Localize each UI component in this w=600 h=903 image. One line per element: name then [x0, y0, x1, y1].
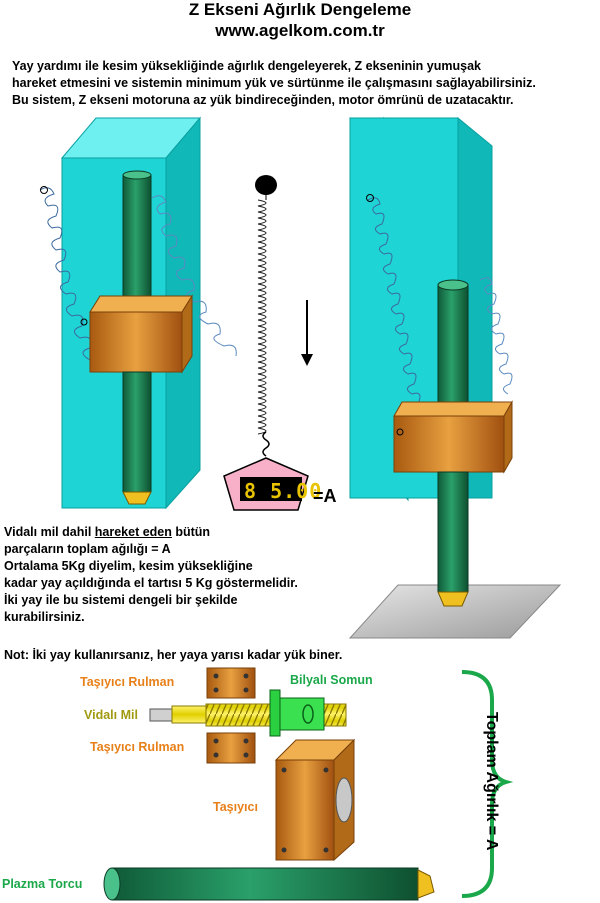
carrier-part — [274, 738, 356, 862]
spring-scale — [223, 175, 313, 511]
desc-line-2: parçaların toplam ağılığı = A — [4, 542, 171, 556]
desc-line-5: İki yay ile bu sistemi dengeli bir şekil… — [4, 593, 238, 607]
label-screw: Vidalı Mil — [84, 708, 138, 722]
label-torch: Plazma Torcu — [2, 877, 83, 891]
total-weight-label: Toplam Ağırlık = A — [483, 712, 500, 851]
right-spring — [366, 194, 513, 415]
total-bracket — [461, 670, 514, 898]
torch-part — [103, 867, 435, 901]
desc-line-1: Vidalı mil dahil hareket eden bütün — [4, 525, 211, 539]
parts-diagram — [103, 667, 514, 901]
intro-line-3: Bu sistem, Z ekseni motoruna az yük bind… — [12, 93, 514, 107]
scale-display: 8 5.00 — [244, 479, 323, 503]
label-bearing-top: Taşıyıcı Rulman — [80, 675, 175, 689]
right-assembly — [348, 116, 562, 639]
desc-line-3: Ortalama 5Kg diyelim, kesim yüksekliğine — [4, 559, 253, 573]
ball-nut-part — [269, 689, 325, 737]
left-spring — [39, 186, 237, 371]
bearing-top-part — [206, 667, 256, 699]
desc-line-6: kurabilirsiniz. — [4, 610, 85, 624]
description-text: Vidalı mil dahil hareket eden bütün parç… — [4, 524, 364, 626]
label-bearing-bottom: Taşıyıcı Rulman — [90, 740, 185, 754]
note-text: Not: İki yay kullanırsanız, her yaya yar… — [4, 648, 343, 662]
intro-text: Yay yardımı ile kesim yüksekliğinde ağır… — [12, 58, 597, 109]
page-title: Z Ekseni Ağırlık Dengeleme — [188, 0, 412, 19]
desc-line-4: kadar yay açıldığında el tartısı 5 Kg gö… — [4, 576, 298, 590]
bearing-bottom-part — [206, 732, 256, 764]
intro-line-2: hareket etmesini ve sistemin minimum yük… — [12, 76, 536, 90]
left-assembly — [39, 116, 237, 510]
intro-line-1: Yay yardımı ile kesim yüksekliğinde ağır… — [12, 59, 481, 73]
website-url[interactable]: www.agelkom.com.tr — [215, 21, 385, 40]
label-ball-nut: Bilyalı Somun — [290, 673, 373, 687]
scale-equals-label: =A — [313, 486, 337, 506]
label-carrier: Taşıyıcı — [213, 800, 258, 814]
